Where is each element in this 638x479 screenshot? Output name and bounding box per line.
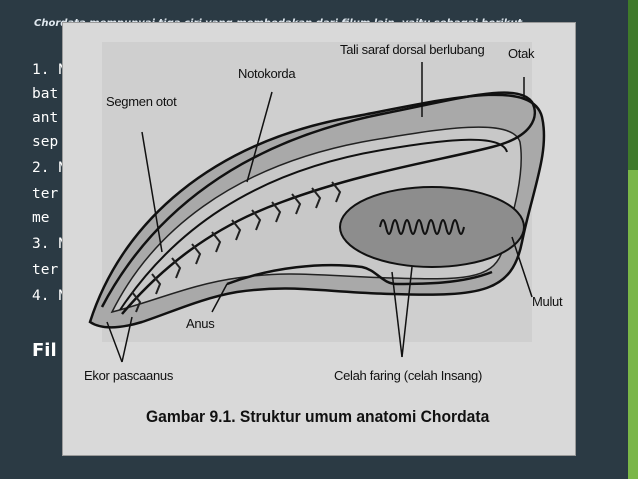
label-otak: Otak — [508, 46, 534, 61]
label-tali-saraf: Tali saraf dorsal berlubang — [340, 42, 484, 57]
figure-caption: Gambar 9.1. Struktur umum anatomi Chorda… — [146, 407, 489, 427]
label-celah-faring: Celah faring (celah Insang) — [334, 368, 482, 383]
label-notokorda: Notokorda — [238, 66, 295, 81]
slide-text-line: bat — [32, 86, 58, 102]
chordata-drawing — [62, 22, 576, 456]
slide-text-line: ter — [32, 186, 58, 202]
slide-heading: Fil — [32, 340, 57, 361]
accent-bar-dark — [628, 0, 638, 170]
label-anus: Anus — [186, 316, 214, 331]
label-mulut: Mulut — [532, 294, 562, 309]
slide-text-line: ant — [32, 110, 58, 126]
label-segmen-otot: Segmen otot — [106, 94, 176, 109]
accent-bar-light — [628, 170, 638, 479]
label-ekor-pascaanus: Ekor pascaanus — [84, 368, 173, 383]
slide-text-line: me — [32, 210, 49, 226]
chordata-anatomy-diagram: Segmen otot Notokorda Tali saraf dorsal … — [62, 22, 576, 456]
pharynx — [340, 187, 524, 267]
slide-text-line: sep — [32, 134, 58, 150]
slide-text-line: ter — [32, 262, 58, 278]
